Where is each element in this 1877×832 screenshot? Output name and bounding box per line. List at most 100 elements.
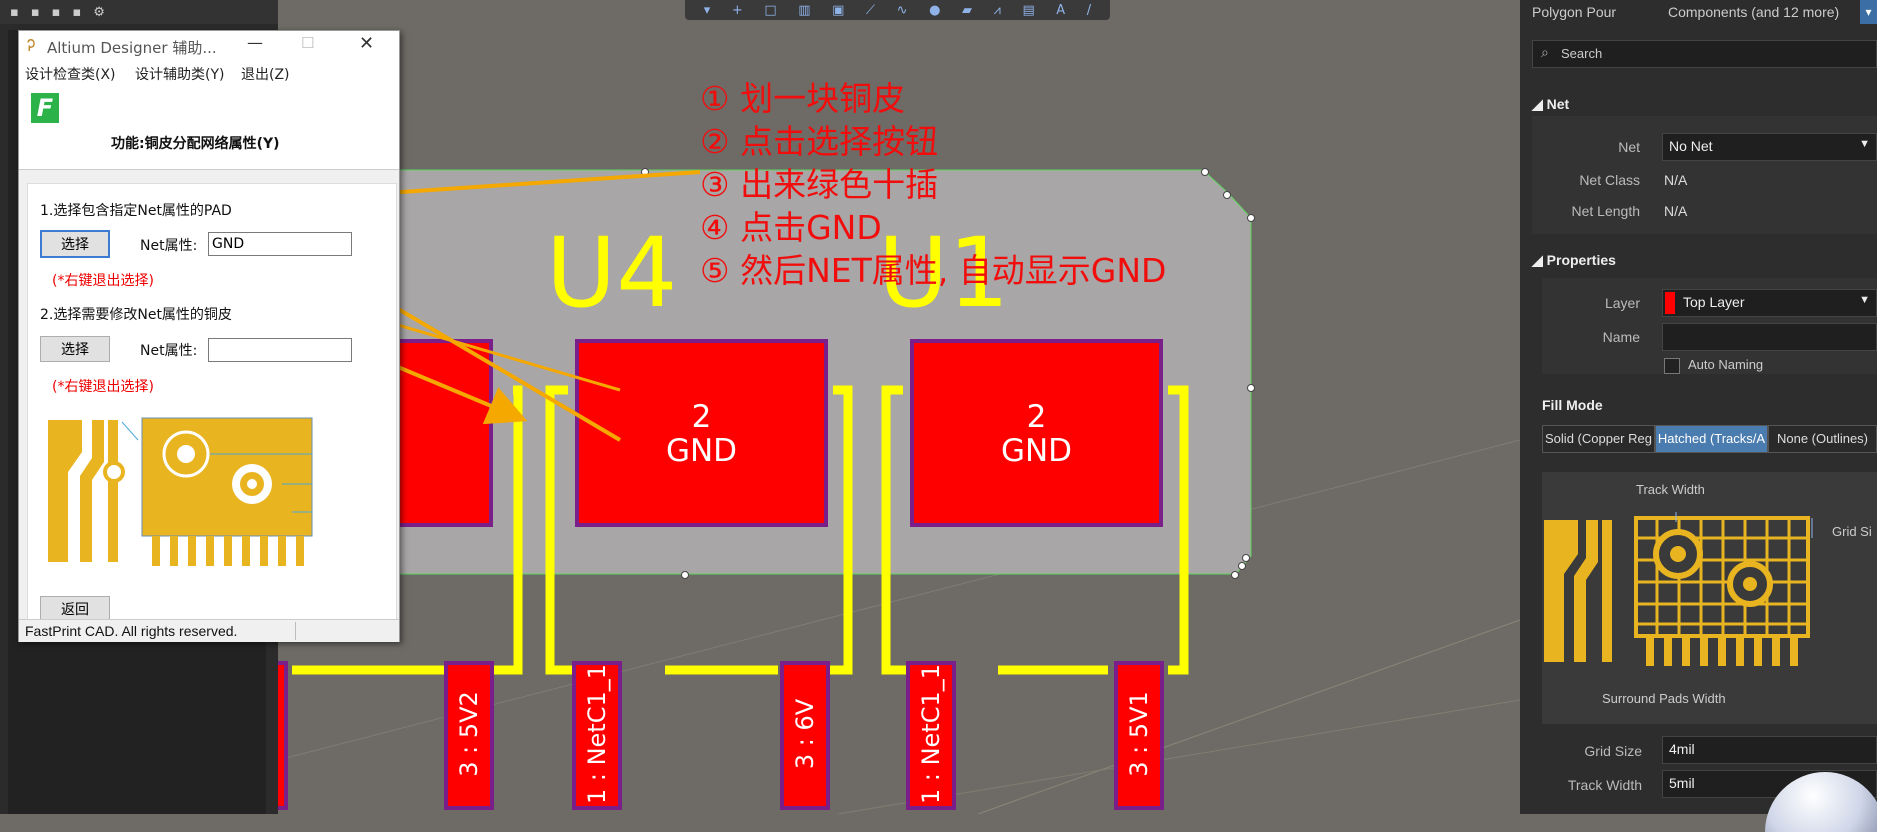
net-length-label: Net Length [1571,203,1641,219]
diff-pair-icon[interactable]: ∿ [896,2,908,18]
annotation-step2: ② 点击选择按钮 [700,122,939,161]
back-button[interactable]: 返回 [40,596,110,622]
right-click-note-1: (*右键退出选择) [52,273,154,289]
layer-dropdown-value: Top Layer [1683,294,1745,310]
fill-mode-hatched-tab[interactable]: Hatched (Tracks/A [1655,425,1768,453]
grid-size-label: Grid Size [1584,743,1642,759]
layer-color-swatch [1665,292,1675,314]
hatch-illustration [1544,512,1813,666]
pad-number: 2 [1026,399,1047,435]
guide-line [977,619,1520,814]
chevron-down-icon: ▼ [1859,294,1870,306]
net-attr-field-2[interactable] [208,338,352,362]
fill-mode-none-tab[interactable]: None (Outlines) [1768,425,1877,453]
dialog-function-title: 功能:铜皮分配网络属性(Y) [111,136,280,152]
step2-label: 2.选择需要修改Net属性的铜皮 [40,307,232,323]
menu-design-check[interactable]: 设计检查类(X) [25,67,116,83]
minimize-icon[interactable]: — [247,33,263,52]
net-attr-label-2: Net属性: [140,343,198,359]
left-toolbar: ▪ ▪ ▪ ▪ ⚙ [0,0,278,24]
net-attr-label-1: Net属性: [140,238,198,254]
fill-mode-solid-tab[interactable]: Solid (Copper Reg [1542,425,1655,453]
open-folder-icon[interactable]: ▪ [51,4,61,20]
graph-icon[interactable]: ⩘ [993,2,1001,18]
chevron-down-icon: ▼ [1859,138,1870,150]
step1-label: 1.选择包含指定Net属性的PAD [40,203,232,219]
net-label: Net [1618,139,1640,155]
dialog-header: F 功能:铜皮分配网络属性(Y) [19,83,399,170]
status-divider [295,622,296,640]
menu-exit[interactable]: 退出(Z) [241,67,290,83]
net-class-label: Net Class [1579,172,1640,188]
maximize-icon[interactable]: ☐ [301,34,315,52]
properties-section-header[interactable]: ◢ Properties [1532,252,1616,269]
copper-illustration [42,412,322,568]
grid-size-field[interactable]: 4mil [1662,736,1877,764]
name-field[interactable] [1662,323,1877,351]
designator-u4: U4 [546,217,677,329]
track-width-label: Track Width [1567,777,1642,793]
dialog-body: 1.选择包含指定Net属性的PAD 选择 Net属性: GND (*右键退出选择… [27,183,397,633]
menu-design-assist[interactable]: 设计辅助类(Y) [135,67,225,83]
auto-naming-label: Auto Naming [1688,357,1764,372]
via-icon[interactable]: ● [929,2,941,18]
dialog-statusbar: FastPrint CAD. All rights reserved. [19,619,399,642]
pcb-drawing: U4 U1 [278,168,1520,814]
pad-right-label: 2 GND [912,400,1161,468]
properties-section-title: Properties [1546,252,1616,268]
pad-net: GND [665,433,738,469]
dimension-icon[interactable]: ▤ [1022,2,1035,18]
net-dropdown[interactable]: No Net ▼ [1662,133,1877,161]
polygon-icon[interactable]: ▰ [961,2,972,18]
pad-middle-label: 2 GND [577,400,826,468]
panel-object-type: Polygon Pour [1532,4,1617,20]
designator-u1: U1 [878,217,1009,329]
active-bar: ▾ + □ ▥ ▣ ⟋ ∿ ● ▰ ⩘ ▤ A / [685,0,1110,20]
fastprint-logo-icon: F [31,93,59,123]
filter-icon[interactable]: ▾ [1860,0,1877,24]
search-input[interactable]: ⌕ Search [1532,40,1877,68]
annotation-step5: ⑤ 然后NET属性, 自动显示GND [700,251,1167,290]
app-logo-icon: Ꭾ [27,36,36,55]
panel-filter-summary[interactable]: Components (and 12 more) [1668,4,1840,20]
layer-dropdown[interactable]: Top Layer ▼ [1662,289,1877,317]
annotation-step3: ③ 出来绿色十插 [700,165,939,204]
dialog-title: Altium Designer 辅助... [47,39,217,57]
gear-icon[interactable]: ⚙ [93,4,105,20]
save-icon[interactable]: ▪ [10,4,19,20]
diagram-grid-size-label: Grid Si [1832,524,1872,539]
net-length-value: N/A [1664,203,1688,219]
route-icon[interactable]: ⟋ [865,2,876,18]
collapse-icon: ◢ [1532,96,1547,112]
dialog-titlebar[interactable]: Ꭾ Altium Designer 辅助... — ☐ ✕ [19,31,399,61]
net-class-value: N/A [1664,172,1688,188]
small-pads [278,661,1164,810]
close-icon[interactable]: ✕ [359,33,375,54]
line-icon[interactable]: / [1086,2,1092,18]
diagram-track-width-label: Track Width [1636,482,1705,497]
select-pad-button[interactable]: 选择 [40,230,110,258]
net-attr-field-1[interactable]: GND [208,232,352,256]
crosshair-icon[interactable]: + [731,2,743,18]
pad-middle [575,339,828,527]
search-icon: ⌕ [1541,44,1549,60]
filter-icon[interactable]: ▾ [703,2,711,18]
dialog-menubar: 设计检查类(X) 设计辅助类(Y) 退出(Z) [19,61,399,83]
align-icon[interactable]: ▥ [798,2,811,18]
pad-number: 2 [691,399,712,435]
auto-naming-checkbox[interactable] [1664,358,1680,374]
folder-icon[interactable]: ▪ [72,4,82,20]
net-section-header[interactable]: ◢ Net [1532,96,1569,113]
right-click-note-2: (*右键退出选择) [52,379,154,395]
select-rect-icon[interactable]: □ [764,2,777,18]
properties-panel: Polygon Pour Components (and 12 more) ▾ … [1520,0,1877,832]
select-copper-button[interactable]: 选择 [40,336,110,362]
text-icon[interactable]: A [1056,2,1066,18]
polygon-vertices [641,168,1255,579]
fill-mode-label: Fill Mode [1542,397,1603,413]
save-all-icon[interactable]: ▪ [30,4,40,20]
footer-text: FastPrint CAD. All rights reserved. [25,623,238,639]
fastprint-dialog: Ꭾ Altium Designer 辅助... — ☐ ✕ 设计检查类(X) 设… [18,30,400,642]
net-section-title: Net [1546,96,1570,112]
component-icon[interactable]: ▣ [832,2,845,18]
